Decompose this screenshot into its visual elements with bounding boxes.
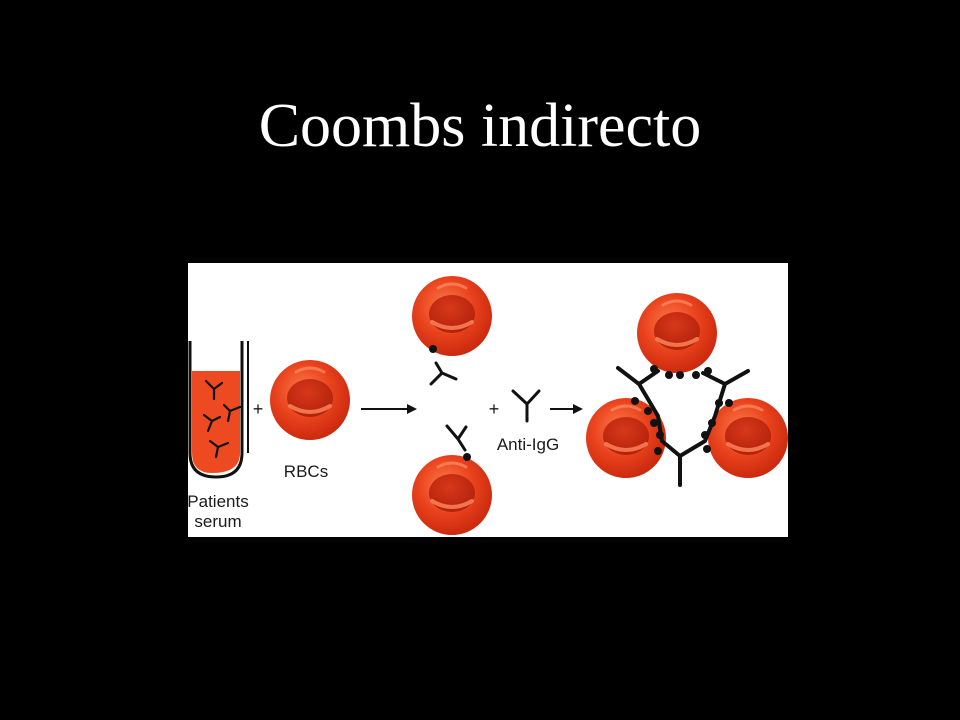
arrow-2 [550,404,583,414]
agglutination-cluster [584,291,788,487]
antibody-bottom [445,424,468,452]
binding-dots-cluster [631,365,733,455]
plus-sign-2: + [489,399,500,419]
binding-dot-top [429,345,437,353]
anti-igg-label: Anti-IgG [497,435,559,454]
tube-label-line2: serum [194,512,241,531]
serum-fill [192,371,240,473]
serum-antibodies [202,379,242,459]
rbc-cell [268,358,352,442]
plus-sign-1: + [253,399,264,419]
slide-title: Coombs indirecto [258,92,702,160]
sensitized-rbc-bottom [410,453,494,537]
agglutinated-rbc-top [635,291,719,375]
coombs-diagram: Patients serum + RBCs + Anti-IgG [188,263,788,537]
rbc-label: RBCs [284,462,328,481]
coombs-diagram-svg: Patients serum + RBCs + Anti-IgG [188,274,788,537]
anti-igg-antibody [511,389,541,423]
tube-outline [188,341,244,479]
antibody-top [429,361,458,386]
serum-tube [188,341,249,479]
arrow-1 [361,404,417,414]
sensitized-rbc-top [410,274,494,358]
cross-linking-antibodies [616,366,750,487]
tube-label-line1: Patients [188,492,249,511]
binding-dot-bottom [463,453,471,461]
agglutinated-rbc-right [706,396,788,480]
